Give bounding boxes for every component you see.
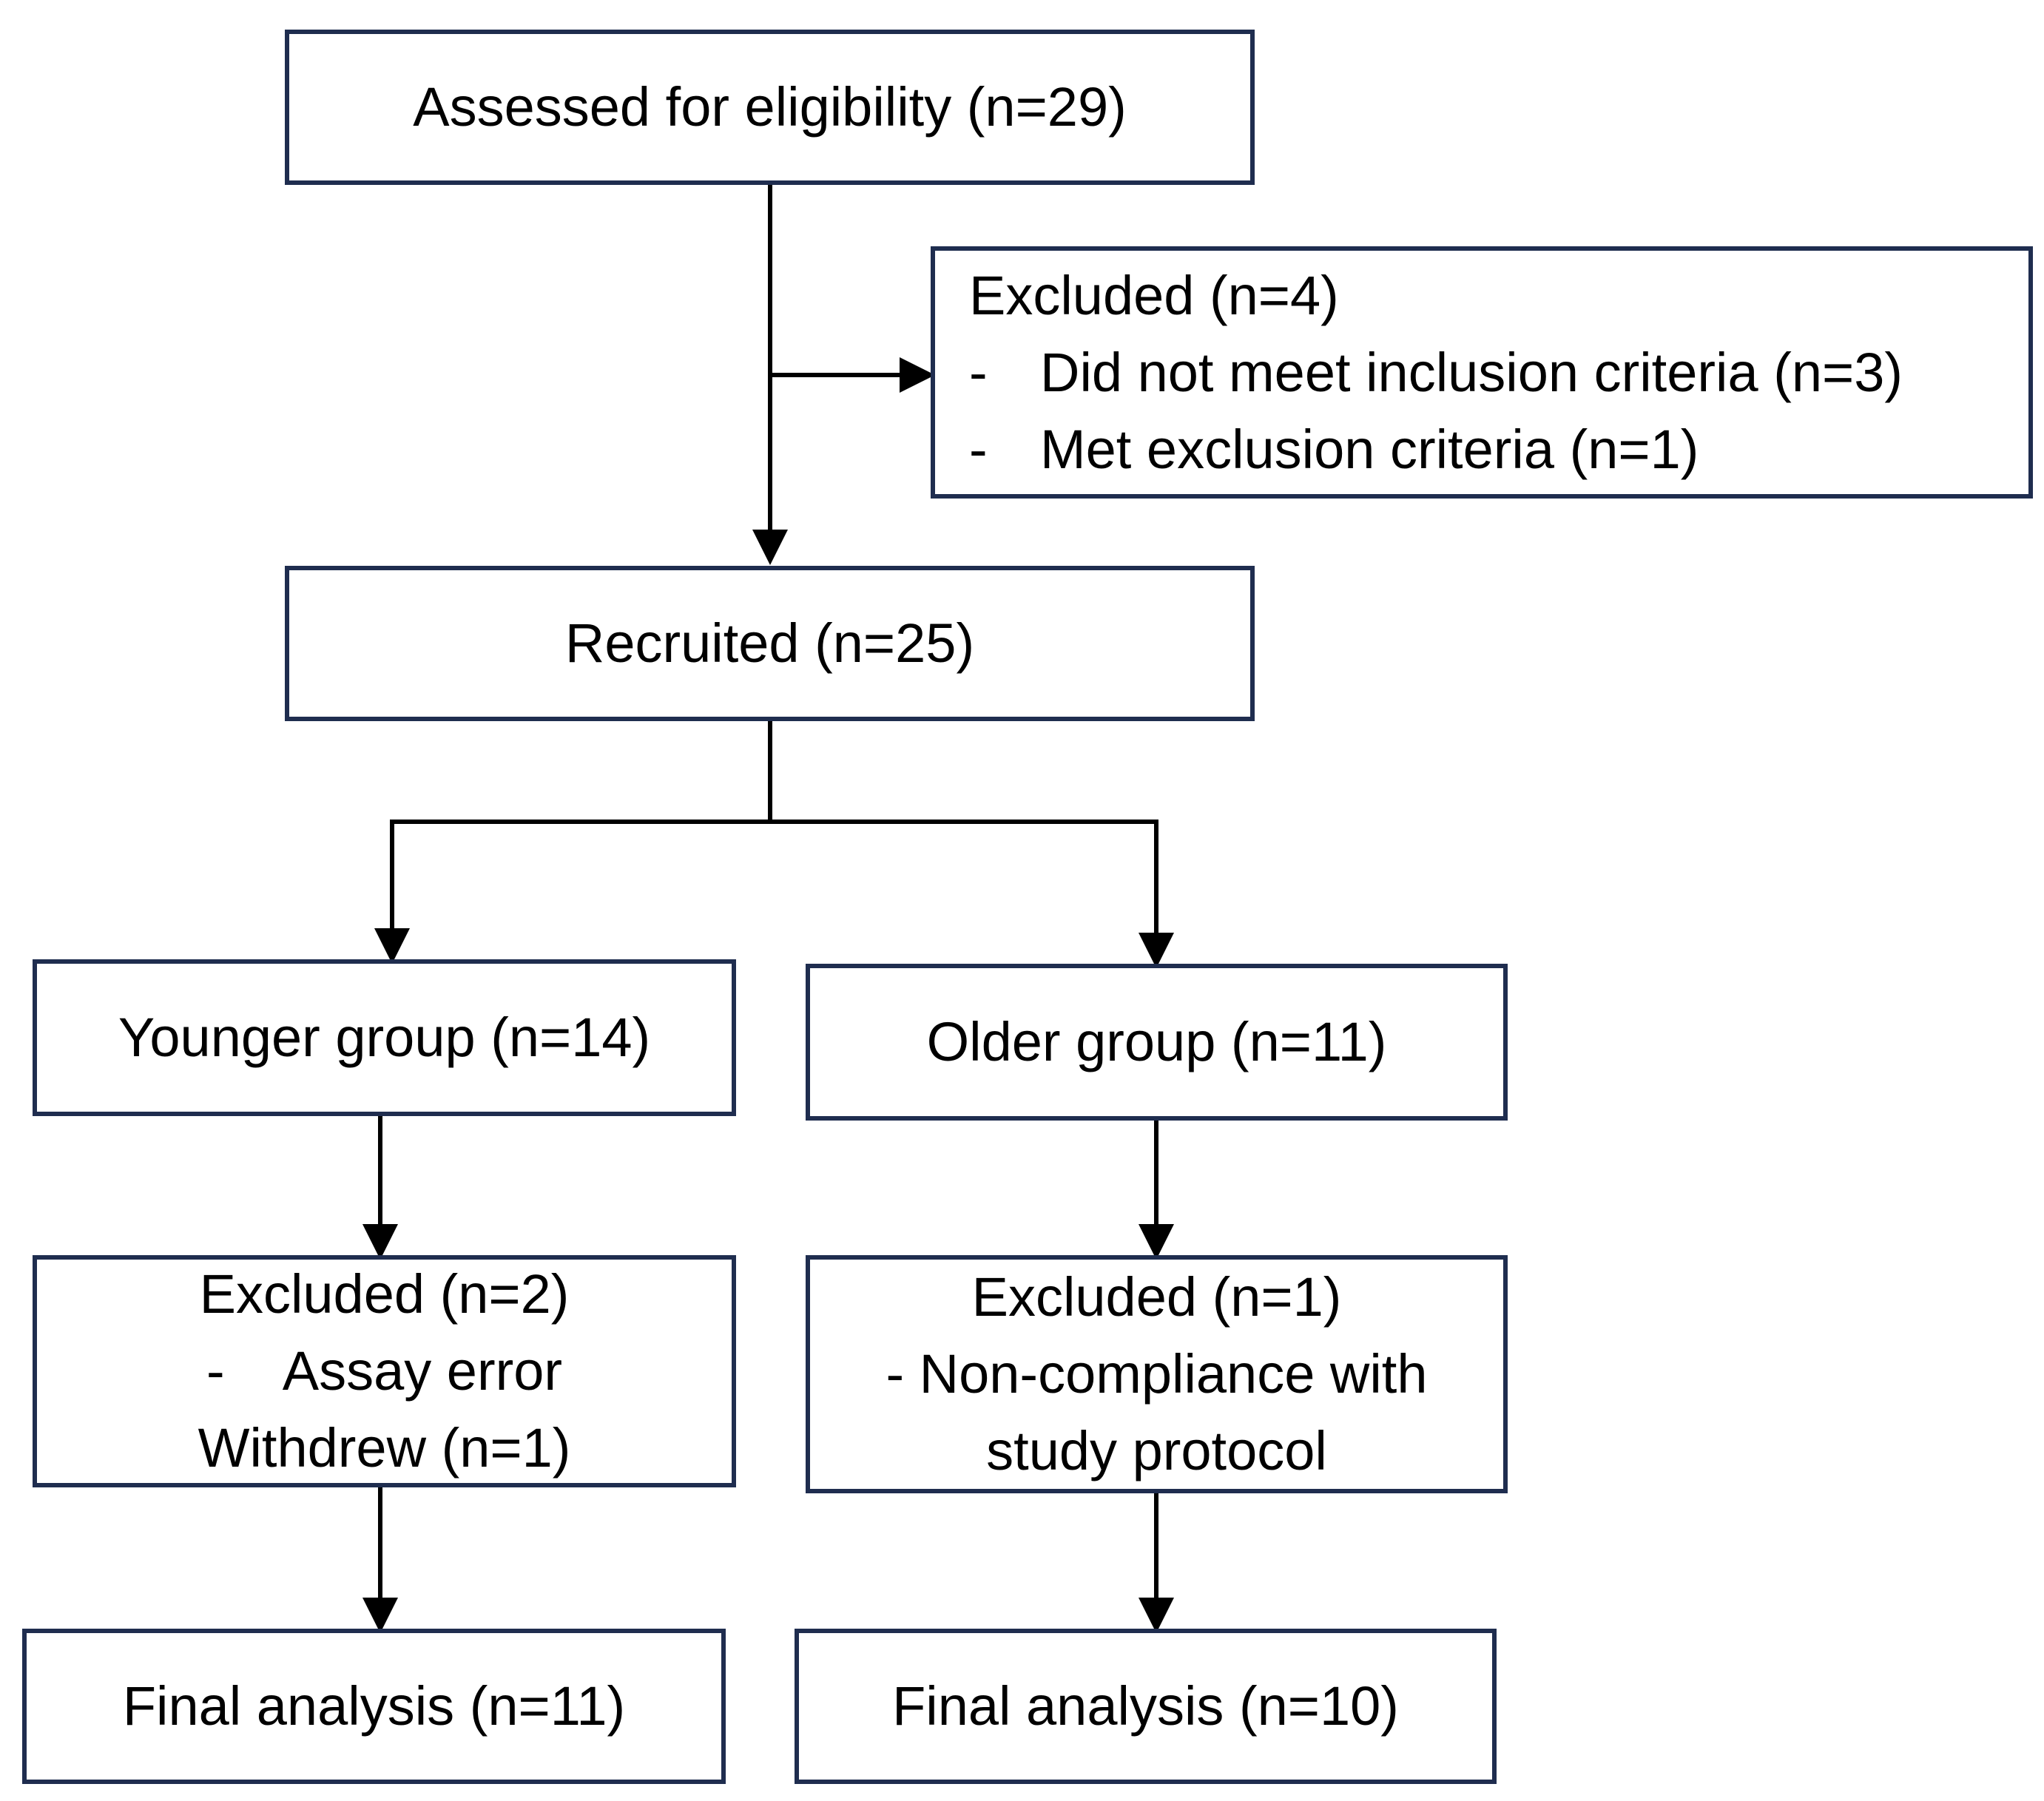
assessed-box: Assessed for eligibility (n=29) — [285, 30, 1255, 185]
younger-group-label: Younger group (n=14) — [118, 1007, 651, 1068]
bullet-dash: - — [969, 418, 988, 480]
excluded-top-item: - Did not meet inclusion criteria (n=3) — [969, 334, 2028, 411]
excluded-top-item-text: Did not meet inclusion criteria (n=3) — [1040, 341, 1903, 403]
older-final-label: Final analysis (n=10) — [892, 1675, 1399, 1737]
younger-excluded-box: Excluded (n=2) - Assay error Withdrew (n… — [33, 1255, 736, 1487]
older-excluded-box: Excluded (n=1) - Non-compliance with stu… — [806, 1255, 1508, 1493]
older-final-box: Final analysis (n=10) — [795, 1629, 1497, 1784]
older-excluded-line: study protocol — [986, 1420, 1327, 1481]
excluded-top-box: Excluded (n=4) - Did not meet inclusion … — [931, 246, 2033, 499]
excluded-top-item: - Met exclusion criteria (n=1) — [969, 411, 2028, 488]
older-excluded-line: - Non-compliance with — [886, 1343, 1428, 1405]
recruited-box: Recruited (n=25) — [285, 566, 1255, 721]
assessed-label: Assessed for eligibility (n=29) — [413, 76, 1127, 138]
younger-group-box: Younger group (n=14) — [33, 959, 736, 1116]
older-excluded-title: Excluded (n=1) — [971, 1266, 1342, 1328]
younger-excluded-line: - Assay error — [206, 1340, 563, 1402]
younger-final-label: Final analysis (n=11) — [122, 1675, 626, 1737]
excluded-top-title: Excluded (n=4) — [969, 264, 1339, 326]
younger-excluded-line: Withdrew (n=1) — [198, 1417, 571, 1479]
older-group-label: Older group (n=11) — [926, 1011, 1387, 1072]
younger-final-box: Final analysis (n=11) — [22, 1629, 726, 1784]
younger-excluded-title: Excluded (n=2) — [199, 1263, 570, 1325]
bullet-dash: - — [969, 341, 988, 403]
excluded-top-item-text: Met exclusion criteria (n=1) — [1040, 418, 1699, 480]
recruited-label: Recruited (n=25) — [564, 612, 975, 674]
older-group-box: Older group (n=11) — [806, 964, 1508, 1121]
